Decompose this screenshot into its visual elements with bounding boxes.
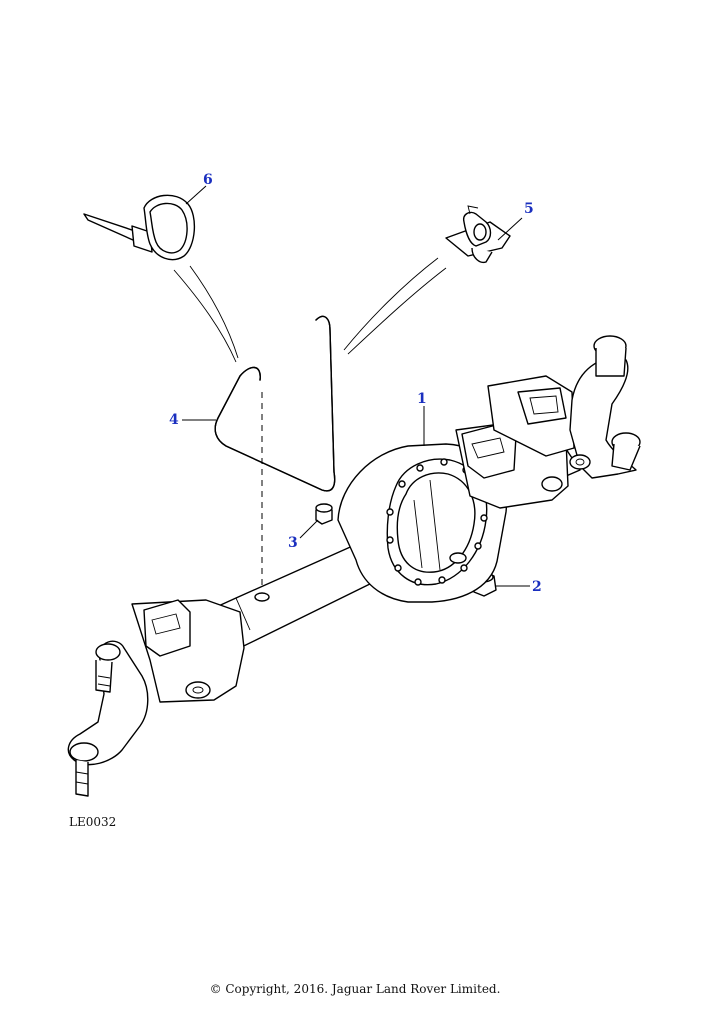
callout-leaders: [182, 185, 530, 587]
cable-tie-part: [83, 194, 195, 261]
callout-5: 5: [524, 201, 534, 217]
grouping-lines: [173, 257, 447, 363]
callout-4: 4: [169, 412, 179, 428]
diagram-reference-code: LE0032: [69, 815, 116, 829]
axle-housing-part: [67, 335, 641, 797]
callout-2: 2: [532, 579, 542, 595]
callout-3: 3: [288, 535, 298, 551]
copyright-notice: © Copyright, 2016. Jaguar Land Rover Lim…: [210, 982, 501, 996]
breather-fitting-part: [315, 503, 333, 525]
breather-hose-part: [214, 315, 336, 492]
clip-part: [445, 205, 511, 264]
callout-1: 1: [417, 391, 427, 407]
callout-6: 6: [203, 172, 213, 188]
